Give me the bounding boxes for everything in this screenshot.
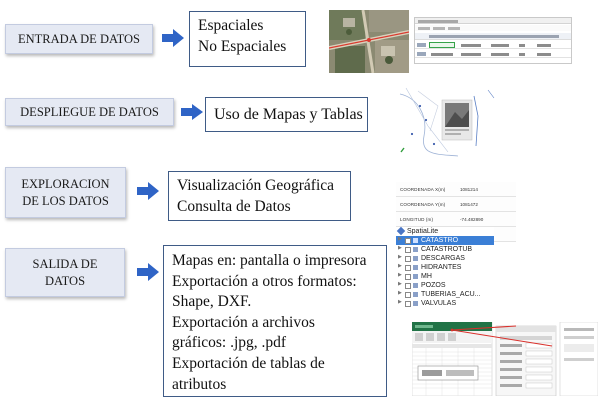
detail-line: atributos	[172, 375, 227, 393]
detail-line: Espaciales	[198, 17, 264, 34]
layer-checkbox[interactable]	[405, 291, 411, 298]
layer-item[interactable]: ▶ DESCARGAS	[396, 254, 494, 263]
layer-icon	[413, 283, 418, 288]
detail-line: Mapas en: pantalla o impresora	[172, 252, 367, 269]
detail-despliegue-de-datos: Uso de Mapas y Tablas	[205, 97, 368, 132]
expand-icon[interactable]: ▶	[398, 290, 402, 296]
label-exploracion-de-los-datos: EXPLORACION DE LOS DATOS	[5, 167, 126, 218]
coord-row: COORDENADA X(m) 1081214	[396, 182, 516, 197]
detail-salida-de-datos: Mapas en: pantalla o impresora Exportaci…	[163, 245, 387, 397]
layer-item[interactable]: ▶ CATASTRO	[396, 236, 494, 245]
detail-line: Shape, DXF.	[172, 293, 252, 311]
layer-name: HIDRANTES	[421, 263, 462, 271]
layer-name: MH	[421, 272, 432, 280]
expand-icon[interactable]: ▶	[398, 299, 402, 305]
layer-name: VALVULAS	[421, 299, 457, 307]
layer-icon	[413, 247, 418, 252]
coord-value: -74.482890	[460, 217, 484, 222]
layer-icon	[413, 265, 418, 270]
satellite-image-thumbnail	[329, 10, 409, 73]
coord-key: COORDENADA Y(m)	[400, 202, 446, 207]
coord-value: 1081472	[460, 202, 478, 207]
coord-key: LONGITUD (m)	[400, 217, 434, 222]
layer-icon	[413, 256, 418, 261]
layer-item[interactable]: ▶ TUBERIAS_ACU...	[396, 290, 494, 299]
label-text: SALIDA DE	[32, 256, 98, 271]
layer-item[interactable]: ▶ CATASTROTUB	[396, 245, 494, 254]
detail-line: Consulta de Datos	[177, 197, 291, 215]
layer-checkbox[interactable]	[405, 264, 411, 271]
layer-icon	[413, 238, 418, 243]
layer-tree-root[interactable]: SpatiaLite	[396, 226, 494, 236]
layer-icon	[413, 301, 418, 306]
detail-exploracion-de-los-datos: Visualización Geográfica Consulta de Dat…	[168, 171, 351, 221]
layer-icon	[413, 274, 418, 279]
coord-value: 1081214	[460, 187, 478, 192]
detail-line: Uso de Mapas y Tablas	[214, 106, 363, 123]
expand-icon[interactable]: ▶	[398, 236, 402, 242]
layer-checkbox[interactable]	[405, 300, 411, 307]
detail-line: No Espaciales	[198, 37, 287, 55]
label-text: DE LOS DATOS	[22, 193, 109, 208]
layer-name: CATASTRO	[421, 236, 459, 244]
label-text: DATOS	[44, 273, 86, 288]
coord-key: COORDENADA X(m)	[400, 187, 446, 192]
detail-line: Exportación a otros formatos:	[172, 272, 357, 290]
layer-checkbox[interactable]	[405, 246, 411, 253]
layer-icon	[413, 292, 418, 297]
detail-line: Exportación a archivos	[172, 313, 315, 331]
arrow-icon	[162, 29, 184, 47]
layer-checkbox[interactable]	[405, 282, 411, 289]
expand-icon[interactable]: ▶	[398, 263, 402, 269]
expand-icon[interactable]: ▶	[398, 272, 402, 278]
label-text: ENTRADA DE DATOS	[18, 31, 140, 46]
coord-row: COORDENADA Y(m) 1081472	[396, 197, 516, 212]
layer-checkbox[interactable]	[405, 237, 411, 244]
expand-icon[interactable]: ▶	[398, 254, 402, 260]
layer-checkbox[interactable]	[405, 273, 411, 280]
label-despliegue-de-datos: DESPLIEGUE DE DATOS	[5, 98, 174, 126]
arrow-icon	[137, 263, 159, 281]
detail-line: Visualización Geográfica	[177, 177, 335, 194]
label-entrada-de-datos: ENTRADA DE DATOS	[5, 24, 153, 54]
layer-name: CATASTROTUB	[421, 245, 473, 253]
label-text: DESPLIEGUE DE DATOS	[20, 104, 159, 119]
layer-tree-panel: SpatiaLite ▶ CATASTRO ▶ CATASTROTUB ▶ DE…	[396, 226, 494, 307]
layer-name: POZOS	[421, 281, 446, 289]
label-salida-de-datos: SALIDA DE DATOS	[5, 248, 125, 297]
map-viewer-thumbnail	[398, 86, 500, 158]
arrow-icon	[137, 182, 159, 200]
layer-item[interactable]: ▶ POZOS	[396, 281, 494, 290]
label-text: EXPLORACION	[21, 176, 110, 191]
spreadsheet-export-thumbnail	[412, 322, 598, 396]
layer-name: DESCARGAS	[421, 254, 465, 262]
attribute-table-thumbnail	[414, 17, 572, 64]
layer-checkbox[interactable]	[405, 255, 411, 262]
layer-name: TUBERIAS_ACU...	[421, 290, 481, 298]
database-icon	[396, 226, 406, 236]
arrow-icon	[181, 104, 203, 120]
layer-item[interactable]: ▶ MH	[396, 272, 494, 281]
expand-icon[interactable]: ▶	[398, 245, 402, 251]
expand-icon[interactable]: ▶	[398, 281, 402, 287]
layer-tree-root-label: SpatiaLite	[407, 227, 439, 235]
detail-line: Exportación de tablas de	[172, 355, 325, 373]
layer-item[interactable]: ▶ VALVULAS	[396, 299, 494, 307]
detail-entrada-de-datos: Espaciales No Espaciales	[189, 11, 306, 67]
layer-item[interactable]: ▶ HIDRANTES	[396, 263, 494, 272]
coord-row: LONGITUD (m) -74.482890	[396, 212, 516, 227]
detail-line: gráficos: .jpg, .pdf	[172, 334, 287, 352]
